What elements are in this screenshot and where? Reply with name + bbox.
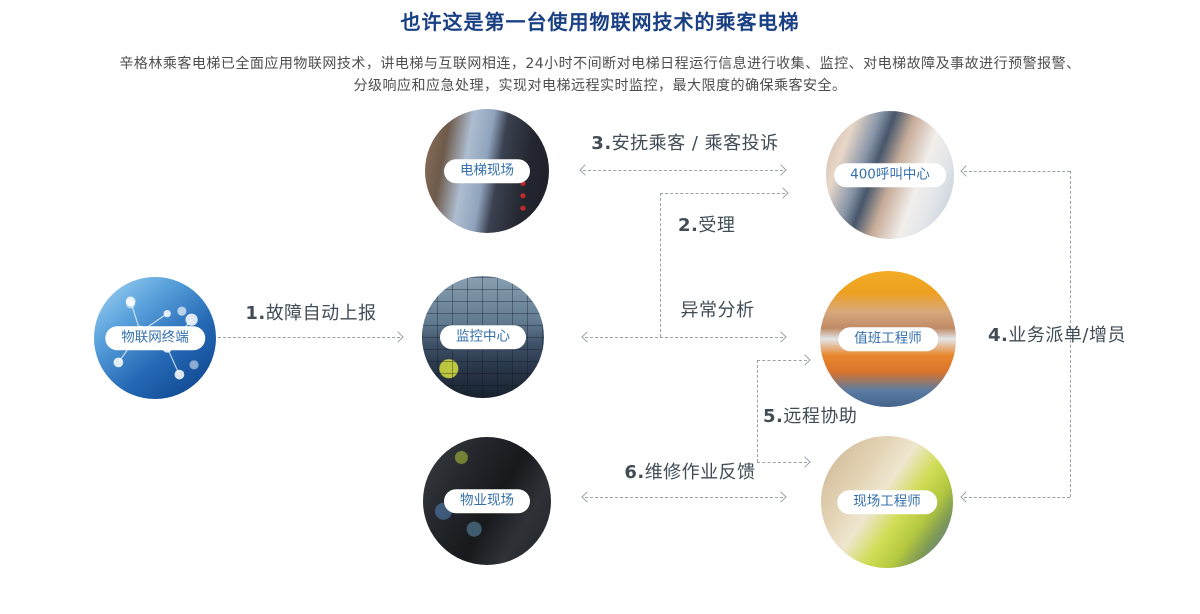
- duty-engineer-label-pill: 值班工程师: [838, 327, 938, 351]
- node-iot-terminal: 物联网终端: [94, 277, 216, 399]
- step2-text: 受理: [698, 215, 736, 236]
- step4-text: 业务派单/增员: [1008, 325, 1126, 346]
- flow-line-5-bottom: [757, 462, 807, 463]
- flow-line-5-top: [757, 360, 807, 361]
- elevator-site-label-pill: 电梯现场: [444, 159, 530, 183]
- step4-number: 4.: [988, 325, 1009, 346]
- step3-label: 3.安抚乘客 / 乘客投诉: [575, 129, 795, 155]
- arrow-left-icon: [581, 331, 593, 343]
- analysis-label: 异常分析: [650, 296, 785, 322]
- description-line-2: 分级响应和应急处理，实现对电梯远程实时监控，最大限度的确保乘客安全。: [353, 78, 847, 94]
- analysis-text: 异常分析: [680, 300, 755, 321]
- iot-network-graphic: [113, 296, 198, 380]
- flow-line-4-bottom: [964, 497, 1070, 498]
- description-line-1: 辛格林乘客电梯已全面应用物联网技术，讲电梯与互联网相连，24小时不间断对电梯日程…: [119, 56, 1081, 72]
- arrow-right-icon: [392, 331, 404, 343]
- arrow-left-icon: [960, 165, 972, 177]
- node-field-engineer: 现场工程师: [821, 436, 953, 568]
- arrow-left-icon: [581, 491, 593, 503]
- field-engineer-label: 现场工程师: [853, 493, 921, 510]
- flow-line-4-vertical: [1070, 171, 1071, 497]
- flow-line-2-vertical: [660, 193, 661, 337]
- property-site-label-pill: 物业现场: [444, 489, 530, 513]
- node-elevator-site: 电梯现场: [425, 109, 549, 233]
- iot-terminal-label: 物联网终端: [121, 329, 189, 346]
- monitor-center-label: 监控中心: [456, 328, 510, 345]
- step1-label: 1.故障自动上报: [225, 299, 397, 325]
- step6-number: 6.: [624, 462, 645, 483]
- arrow-right-icon: [775, 491, 787, 503]
- arrow-right-icon: [777, 187, 789, 199]
- step5-text: 远程协助: [783, 406, 858, 427]
- node-property-site: 物业现场: [423, 437, 551, 565]
- node-call-center: 400呼叫中心: [826, 111, 954, 239]
- field-engineer-label-pill: 现场工程师: [837, 490, 937, 514]
- arrow-left-icon: [960, 491, 972, 503]
- flow-line-5-vertical: [757, 360, 758, 462]
- arrow-right-icon: [799, 456, 811, 468]
- step1-text: 故障自动上报: [265, 303, 377, 324]
- flow-line-3: [583, 170, 783, 171]
- step3-number: 3.: [591, 133, 612, 154]
- arrow-right-icon: [775, 331, 787, 343]
- page-title: 也许这是第一台使用物联网技术的乘客电梯: [400, 10, 800, 34]
- flow-line-1: [218, 337, 400, 338]
- node-duty-engineer: 值班工程师: [820, 271, 956, 407]
- flow-line-6: [585, 497, 783, 498]
- call-center-label: 400呼叫中心: [850, 166, 930, 183]
- monitor-center-label-pill: 监控中心: [440, 325, 526, 349]
- property-site-label: 物业现场: [460, 492, 514, 509]
- flow-line-analysis: [585, 337, 783, 338]
- arrow-right-icon: [775, 164, 787, 176]
- step2-label: 2.受理: [678, 211, 735, 237]
- call-center-label-pill: 400呼叫中心: [834, 163, 946, 187]
- step2-number: 2.: [678, 215, 699, 236]
- step6-label: 6.维修作业反馈: [595, 458, 785, 484]
- duty-engineer-label: 值班工程师: [854, 330, 922, 347]
- step1-number: 1.: [245, 303, 266, 324]
- step3-text: 安抚乘客 / 乘客投诉: [611, 133, 779, 154]
- flow-line-4-top: [964, 171, 1070, 172]
- iot-terminal-label-pill: 物联网终端: [105, 326, 205, 350]
- node-monitor-center: 监控中心: [422, 276, 544, 398]
- elevator-site-label: 电梯现场: [460, 162, 514, 179]
- step5-label: 5.远程协助: [763, 402, 857, 428]
- flow-line-2-horizontal: [660, 193, 785, 194]
- step6-text: 维修作业反馈: [644, 462, 756, 483]
- arrow-right-icon: [799, 354, 811, 366]
- step4-label: 4.业务派单/增员: [988, 321, 1126, 347]
- step5-number: 5.: [763, 406, 784, 427]
- arrow-left-icon: [579, 164, 591, 176]
